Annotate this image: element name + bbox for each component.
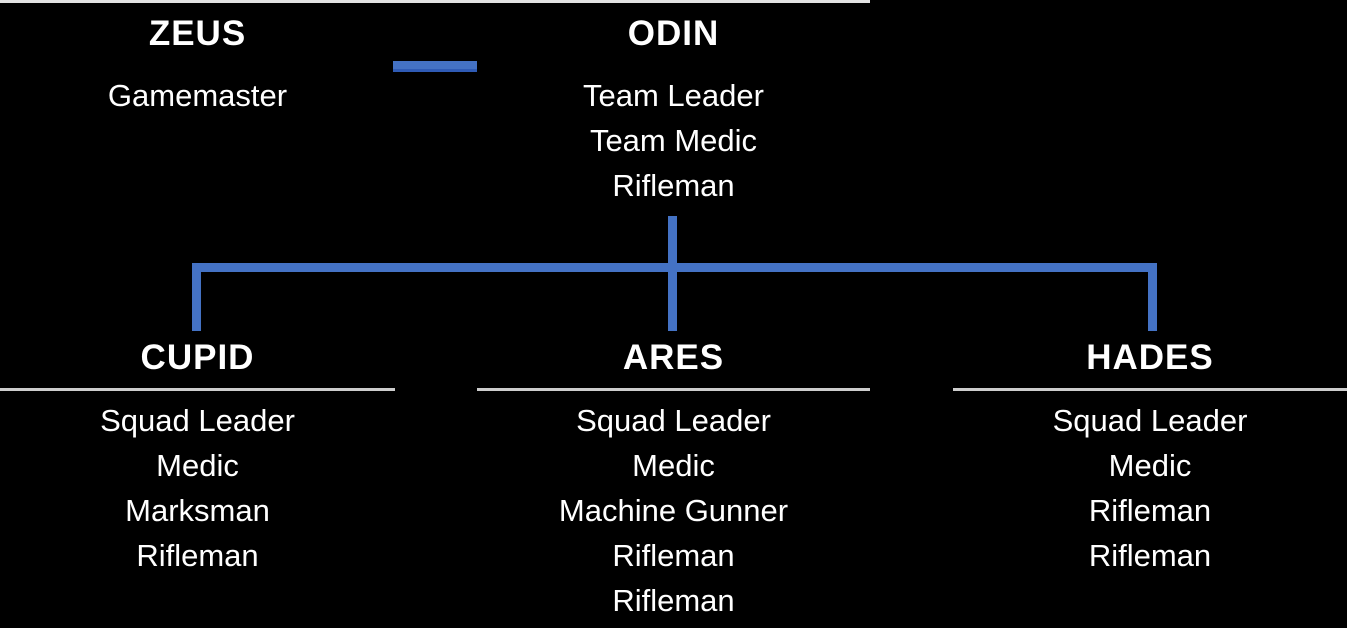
role-item: Rifleman [1088, 538, 1212, 573]
role-item: Medic [156, 448, 239, 483]
connector-horizontal [192, 263, 1157, 272]
role-item: Medic [1108, 448, 1192, 483]
top-row-underline [0, 0, 870, 3]
team-title-zeus: ZEUS [148, 14, 247, 53]
connector-stem-odin [668, 216, 677, 331]
role-item: Rifleman [136, 538, 259, 573]
role-item: Squad Leader [576, 403, 771, 438]
role-item: Marksman [125, 493, 270, 528]
role-item: Team Leader [583, 78, 764, 113]
role-item: Rifleman [612, 538, 735, 573]
role-item: Team Medic [589, 123, 758, 158]
team-title-hades: HADES [1086, 338, 1214, 377]
team-title-cupid: CUPID [140, 338, 255, 377]
connector-drop-cupid [192, 263, 201, 331]
ares-underline [477, 388, 870, 391]
role-item: Machine Gunner [558, 493, 789, 528]
team-title-ares: ARES [622, 338, 725, 377]
zeus-odin-connector [393, 61, 477, 72]
hades-underline [953, 388, 1347, 391]
role-item: Squad Leader [100, 403, 295, 438]
role-item: Squad Leader [1052, 403, 1248, 438]
cupid-underline [0, 388, 395, 391]
connector-drop-hades [1148, 263, 1157, 331]
team-title-odin: ODIN [627, 14, 720, 53]
team-roles-odin: Team Leader Team Medic Rifleman [477, 73, 870, 208]
team-roles-zeus: Gamemaster [0, 73, 395, 118]
role-item: Gamemaster [107, 78, 288, 113]
team-roles-cupid: Squad Leader Medic Marksman Rifleman [0, 398, 395, 578]
role-item: Rifleman [1088, 493, 1212, 528]
team-roles-hades: Squad Leader Medic Rifleman Rifleman [953, 398, 1347, 578]
role-item: Medic [632, 448, 715, 483]
role-item: Rifleman [612, 168, 735, 203]
role-item: Rifleman [612, 583, 735, 618]
team-roles-ares: Squad Leader Medic Machine Gunner Riflem… [477, 398, 870, 623]
